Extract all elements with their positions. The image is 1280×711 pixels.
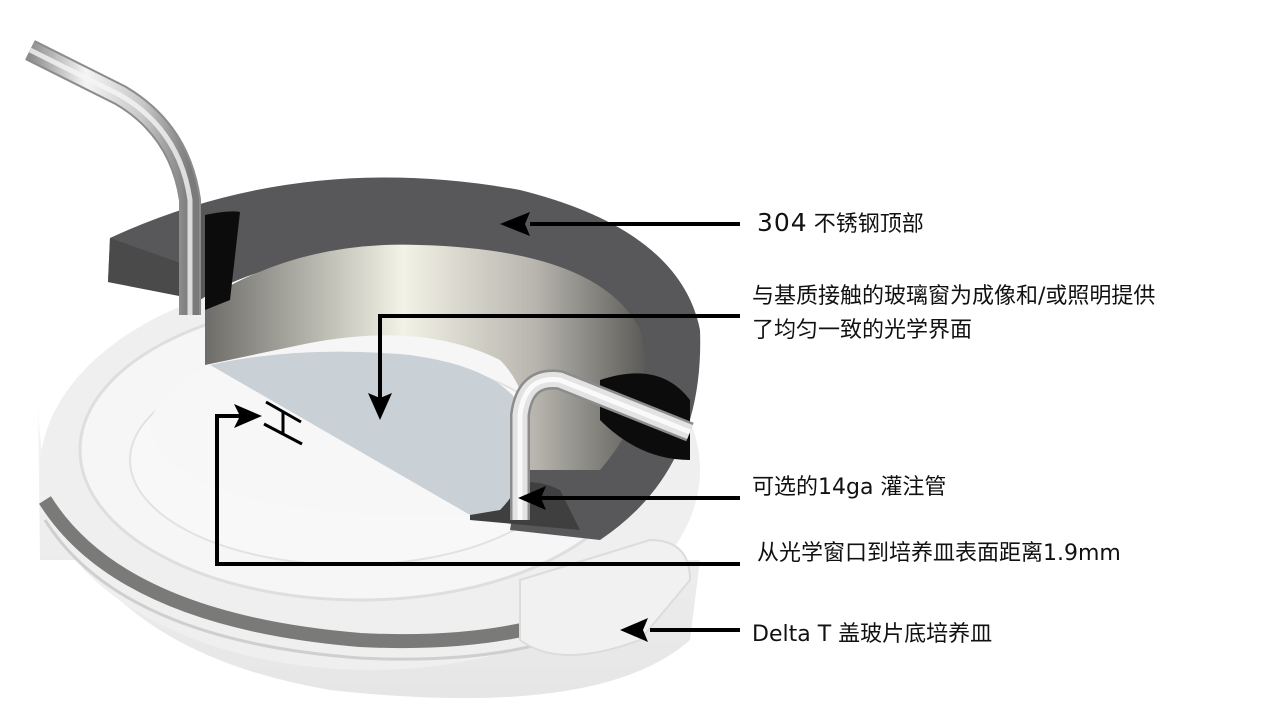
label-glass-window-line2: 了均匀一致的光学界面 xyxy=(752,318,973,343)
label-window-distance: 从光学窗口到培养皿表面距离1.9mm xyxy=(757,541,1121,566)
callout-lines xyxy=(215,222,740,632)
callout-arrowheads xyxy=(234,212,648,642)
arrowhead-glass-window xyxy=(368,393,392,420)
callout-glass-window xyxy=(378,314,740,402)
glass-window-body xyxy=(150,351,530,516)
label-culture-dish: Delta T 盖玻片底培养皿 xyxy=(752,622,993,647)
arrowhead-perfusion-tube xyxy=(518,486,546,510)
label-steel-top-prefix: 304 xyxy=(757,208,808,237)
callout-window-distance xyxy=(215,414,740,566)
label-perfusion-tube: 可选的14ga 灌注管 xyxy=(752,475,947,500)
arrowhead-culture-dish xyxy=(620,618,648,642)
arrowhead-window-distance xyxy=(234,404,262,428)
right-perfusion-tube xyxy=(510,369,694,520)
arrowhead-steel-top xyxy=(500,212,530,236)
label-glass-window-line1: 与基质接触的玻璃窗为成像和/或照明提供 xyxy=(752,284,1156,309)
height-dimension-marker xyxy=(263,400,303,446)
label-steel-top-text: 不锈钢顶部 xyxy=(813,212,924,237)
left-perfusion-tube xyxy=(25,40,201,315)
